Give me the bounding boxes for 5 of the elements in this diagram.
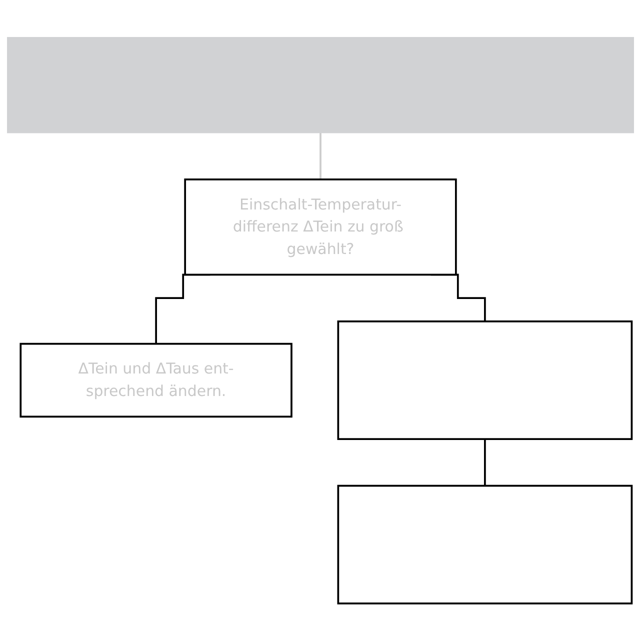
connector [320, 132, 322, 180]
connector [484, 438, 486, 487]
node-box [337, 484, 633, 604]
node-box [7, 37, 634, 134]
node-box [337, 320, 633, 440]
